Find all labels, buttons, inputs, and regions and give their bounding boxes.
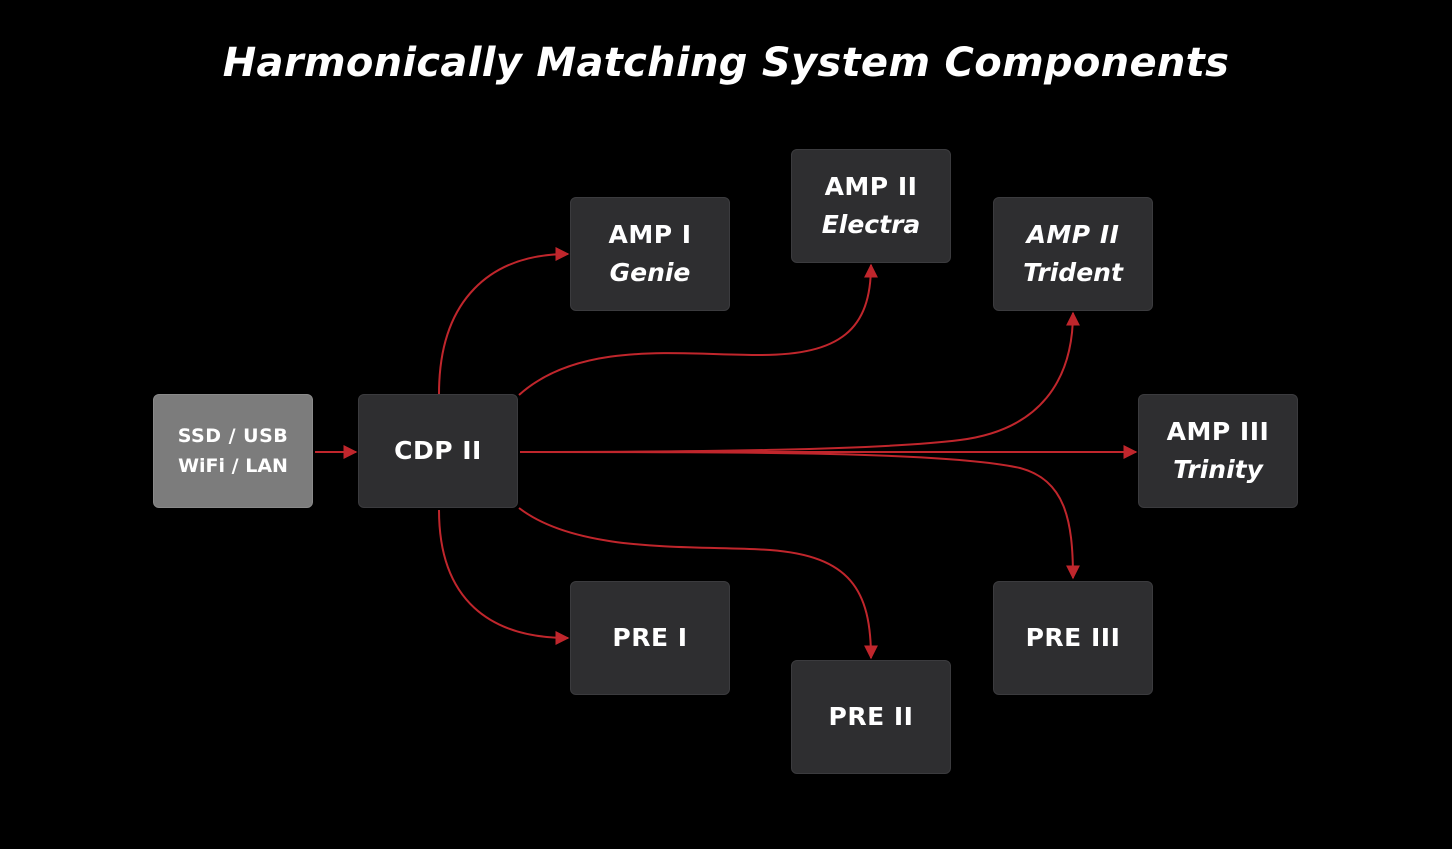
arrow-cdp2-to-pre1 [438, 509, 570, 645]
source-node: SSD / USB WiFi / LAN [153, 394, 313, 508]
amp1-node-model: Genie [609, 258, 691, 287]
amp2-electra-node-label: AMP II [824, 172, 918, 201]
source-node-line2: WiFi / LAN [178, 455, 288, 477]
amp3-node: AMP III Trinity [1138, 394, 1298, 508]
cdp2-node-label: CDP II [394, 436, 482, 465]
arrow-cdp2-to-pre2 [518, 507, 878, 660]
diagram-title: Harmonically Matching System Components [222, 40, 1230, 86]
pre1-node-label: PRE I [612, 623, 688, 652]
pre2-node-label: PRE II [828, 702, 914, 731]
amp1-node-label: AMP I [608, 220, 692, 249]
pre3-node: PRE III [993, 581, 1153, 695]
amp2-trident-node-label: AMP II [1026, 220, 1120, 249]
amp1-node: AMP I Genie [570, 197, 730, 311]
cdp2-node: CDP II [358, 394, 518, 508]
arrow-cdp2-to-amp1 [438, 247, 570, 395]
amp3-node-label: AMP III [1166, 417, 1270, 446]
amp2-trident-node-model: Trident [1023, 258, 1123, 287]
source-node-line1: SSD / USB [177, 425, 289, 447]
arrow-cdp2-to-amp2-electra [518, 263, 878, 396]
amp2-electra-node-model: Electra [821, 210, 921, 239]
arrow-cdp2-to-amp2-trident [519, 311, 1080, 453]
amp2-trident-node: AMP II Trident [993, 197, 1153, 311]
amp2-electra-node: AMP II Electra [791, 149, 951, 263]
pre3-node-label: PRE III [1025, 623, 1121, 652]
arrow-cdp2-to-pre3 [519, 451, 1080, 580]
pre1-node: PRE I [570, 581, 730, 695]
amp3-node-model: Trinity [1173, 455, 1263, 484]
pre2-node: PRE II [791, 660, 951, 774]
